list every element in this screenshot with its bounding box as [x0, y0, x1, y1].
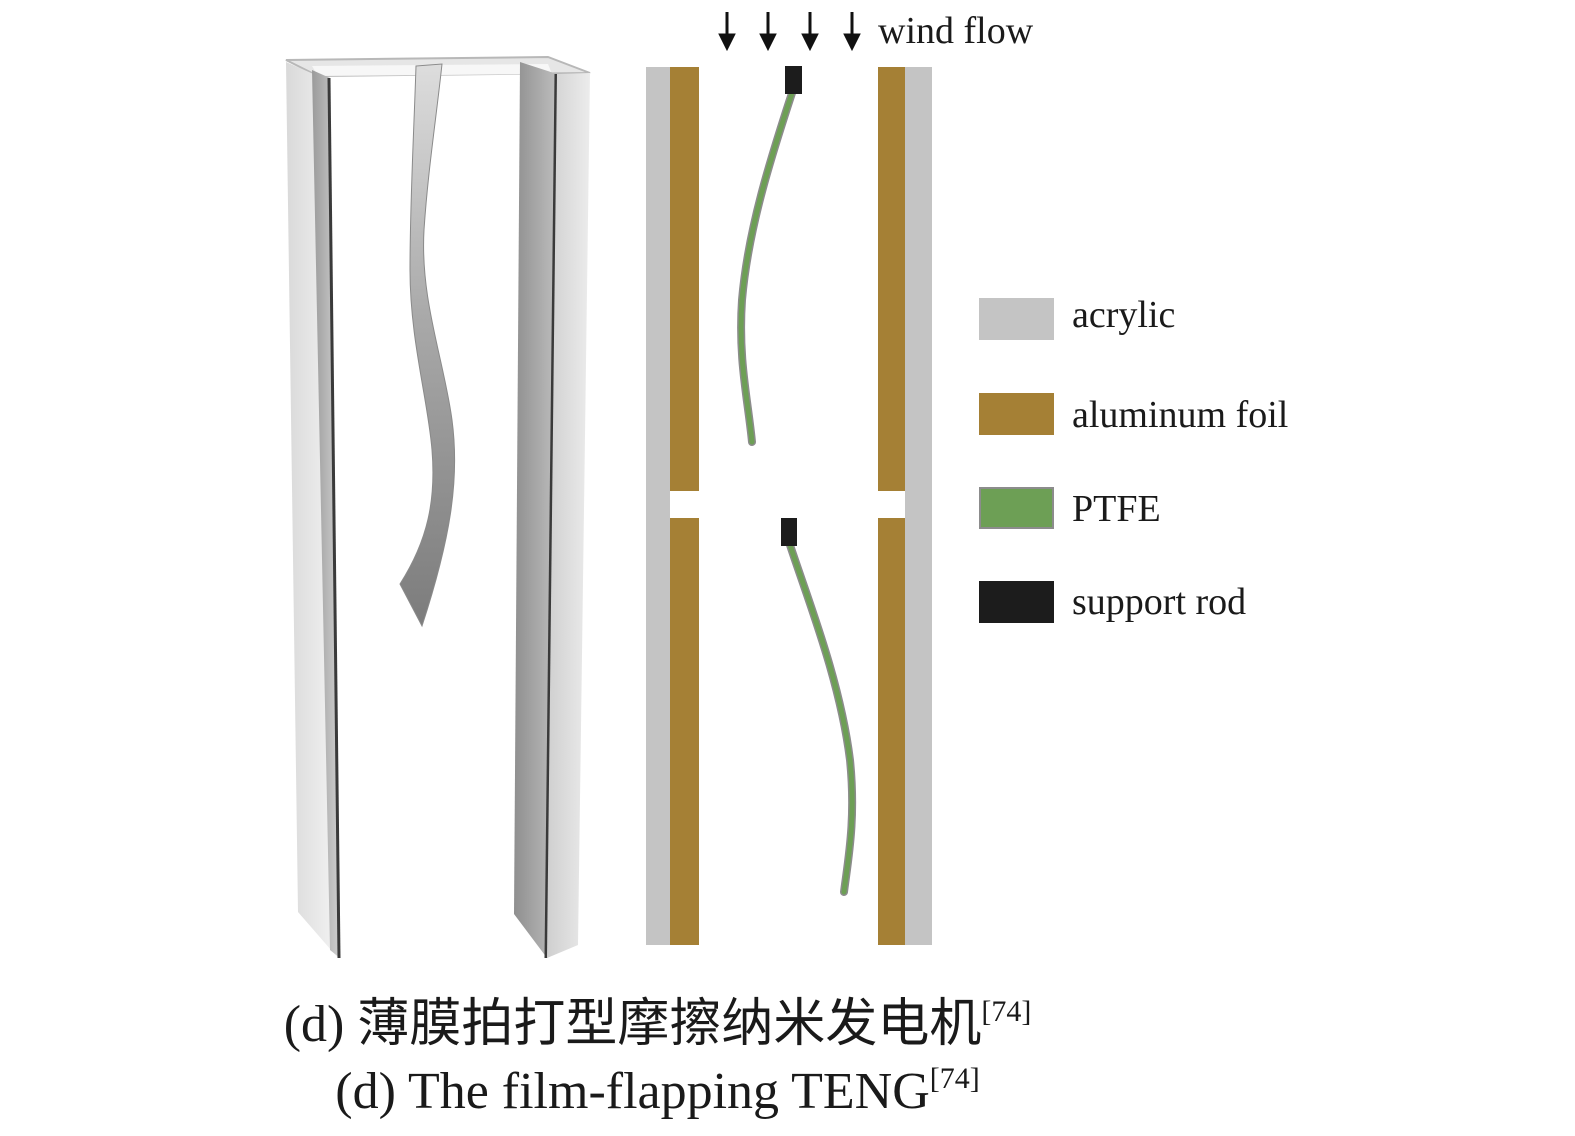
3d-left-wall-inner [312, 70, 340, 958]
caption-english-text: (d) The film-flapping TENG [335, 1063, 930, 1120]
right-aluminum-foil-lower [878, 518, 907, 945]
caption-chinese: (d) 薄膜拍打型摩擦纳米发电机[74] [0, 997, 1315, 1051]
legend-label-acrylic: acrylic [1072, 294, 1176, 336]
3d-left-wall-face [286, 62, 338, 958]
left-aluminum-foil-lower [670, 518, 699, 945]
wind-arrow-3 [801, 12, 819, 52]
legend-swatch-acrylic [979, 298, 1054, 340]
cross-section-view [646, 66, 932, 945]
legend-label-aluminum-foil: aluminum foil [1072, 394, 1289, 436]
3d-device-view [285, 55, 591, 959]
3d-right-wall-inner [514, 62, 557, 958]
left-foil-gap [670, 491, 699, 518]
right-aluminum-foil-upper [878, 67, 907, 491]
left-aluminum-foil-upper [670, 67, 699, 491]
caption-chinese-ref: [74] [981, 995, 1032, 1028]
legend-swatch-ptfe [979, 487, 1054, 529]
3d-right-wall-face [547, 73, 590, 958]
caption-chinese-text: (d) 薄膜拍打型摩擦纳米发电机 [283, 996, 982, 1053]
upper-ptfe-film [738, 87, 796, 445]
legend-label-ptfe: PTFE [1072, 488, 1161, 530]
legend-swatch-aluminum-foil [979, 393, 1054, 435]
wind-arrow-1 [718, 12, 736, 52]
right-foil-gap [878, 491, 907, 518]
legend-swatch-support-rod [979, 581, 1054, 623]
wind-flow-label: wind flow [878, 10, 1034, 52]
wind-arrows [718, 12, 861, 52]
legend-label-support-rod: support rod [1072, 581, 1247, 623]
lower-support-rod [781, 518, 797, 546]
wind-arrow-4 [843, 12, 861, 52]
upper-support-rod [785, 66, 802, 94]
left-acrylic-plate [646, 67, 672, 945]
3d-flapping-film [399, 63, 456, 628]
upper-ptfe-film-edge [737, 86, 797, 446]
caption-english-ref: [74] [929, 1062, 980, 1095]
caption-english: (d) The film-flapping TENG[74] [0, 1064, 1315, 1118]
lower-ptfe-film [787, 542, 855, 895]
wind-arrow-2 [759, 12, 777, 52]
right-acrylic-plate [905, 67, 932, 945]
